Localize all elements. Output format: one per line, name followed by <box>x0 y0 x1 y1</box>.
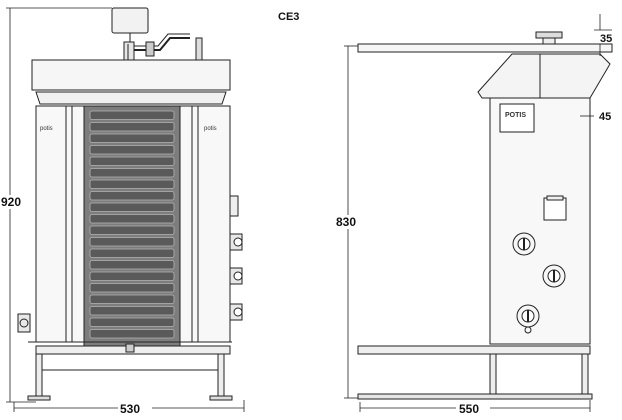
top-rod <box>357 43 613 53</box>
grill-slat <box>89 202 175 212</box>
brand-label-left: potis <box>40 126 53 132</box>
knob-icon <box>233 271 243 281</box>
side-hood <box>477 53 611 99</box>
grill-slat <box>89 133 175 143</box>
side-indicator <box>524 326 532 334</box>
grill-slat <box>89 237 175 247</box>
side-view: POTIS <box>357 31 613 400</box>
side-cabinet <box>489 97 591 345</box>
side-base-rail <box>357 393 593 400</box>
grill-slat <box>89 294 175 304</box>
knob-icon <box>233 237 243 247</box>
grill-slat <box>89 110 175 120</box>
grill-slat <box>89 122 175 132</box>
gas-pipe <box>132 37 190 51</box>
grill-slat <box>89 145 175 155</box>
grill-slat <box>89 191 175 201</box>
grill-slat <box>89 329 175 339</box>
side-drip-tray <box>357 345 591 355</box>
grill-slat <box>89 260 175 270</box>
grill-slat <box>89 271 175 281</box>
grill-slats <box>89 110 175 339</box>
top-handle <box>535 31 563 39</box>
dim-height-side: 830 <box>336 215 356 229</box>
side-leg-rear <box>489 353 497 397</box>
dim-width-front: 530 <box>120 402 140 416</box>
knob-icon <box>233 307 243 317</box>
gas-inlet <box>17 313 31 333</box>
dim-overhang: 45 <box>599 111 611 123</box>
front-leg-right <box>217 353 225 399</box>
drawing-title: CE3 <box>278 11 299 23</box>
brand-label-right: potis <box>204 126 217 132</box>
grill-slat <box>89 317 175 327</box>
dim-height-front: 920 <box>1 195 21 209</box>
side-leg-front <box>581 353 589 397</box>
igniter-box <box>543 197 567 221</box>
grill-slat <box>89 179 175 189</box>
grill-slat <box>89 156 175 166</box>
logo-text: POTIS <box>505 112 526 119</box>
front-side-knobs <box>229 233 243 321</box>
grill-slat <box>89 214 175 224</box>
grill-slat <box>89 306 175 316</box>
logo-plate <box>499 103 535 133</box>
front-view: potis potis <box>17 7 243 401</box>
front-leg-left <box>35 353 43 399</box>
grill-slat <box>89 168 175 178</box>
side-knobs <box>512 232 566 328</box>
dim-depth-side: 550 <box>459 402 479 416</box>
top-hood <box>31 59 231 91</box>
grill-slat <box>89 283 175 293</box>
control-box <box>111 7 149 34</box>
grill-slat <box>89 248 175 258</box>
grill-slat <box>89 225 175 235</box>
dim-top-offset: 35 <box>600 33 612 45</box>
